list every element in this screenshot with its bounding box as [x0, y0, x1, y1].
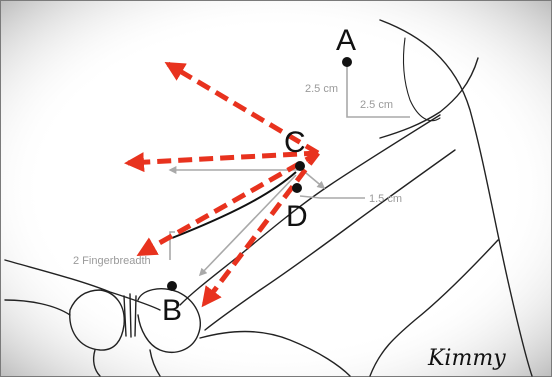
vertical-measurement-label: 2.5 cm — [305, 83, 338, 95]
point-a-label: A — [336, 24, 356, 57]
point-d-label: D — [286, 200, 308, 233]
fingerbreadth-label: 2 Fingerbreadth — [73, 255, 151, 267]
point-d-dot — [292, 183, 302, 193]
point-c-label: C — [284, 126, 306, 159]
point-b-label: B — [162, 294, 182, 327]
horizontal-measurement-label: 2.5 cm — [360, 99, 393, 111]
d-offset-measurement-label: 1.5 cm — [369, 193, 402, 205]
point-a-dot — [342, 57, 352, 67]
point-b-dot — [167, 281, 177, 291]
artist-signature: Kimmy — [427, 346, 506, 371]
point-c-dot — [295, 161, 305, 171]
